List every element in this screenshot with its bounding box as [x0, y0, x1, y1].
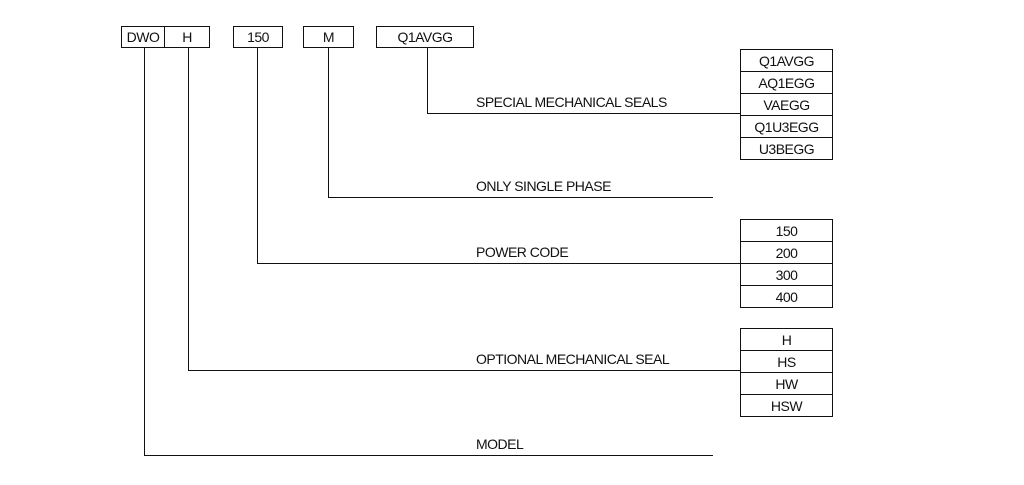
option-item: Q1U3EGG — [741, 116, 832, 138]
option-item: Q1AVGG — [741, 50, 832, 72]
option-item: 200 — [741, 242, 832, 264]
option-item: HS — [741, 351, 832, 373]
connector-optional-seal-horizontal — [188, 370, 741, 371]
code-box-seal: H — [164, 26, 210, 48]
option-item: HW — [741, 373, 832, 395]
option-item: 300 — [741, 264, 832, 286]
option-item: H — [741, 329, 832, 351]
code-box-model: DWO — [121, 26, 165, 48]
option-item: 400 — [775, 288, 798, 305]
code-box-power: 150 — [233, 26, 283, 48]
connector-model-horizontal — [144, 455, 713, 456]
label-model: MODEL — [476, 436, 524, 452]
option-item: AQ1EGG — [741, 72, 832, 94]
connector-power-code-horizontal — [257, 263, 741, 264]
label-optional-seal: OPTIONAL MECHANICAL SEAL — [476, 351, 670, 367]
power-code-options: 150 200 300 400 — [740, 219, 833, 308]
label-single-phase: ONLY SINGLE PHASE — [476, 178, 611, 194]
option-item: 150 — [741, 220, 832, 242]
label-special-seals: SPECIAL MECHANICAL SEALS — [476, 94, 667, 110]
connector-special-seals-horizontal — [427, 113, 741, 114]
connector-optional-seal-vertical — [188, 48, 189, 370]
optional-seal-options: H HS HW HSW — [740, 328, 833, 417]
connector-power-code-vertical — [257, 48, 258, 263]
connector-special-seals-vertical — [427, 48, 428, 113]
option-item: U3BEGG — [758, 140, 815, 157]
special-seals-options: Q1AVGG AQ1EGG VAEGG Q1U3EGG U3BEGG — [740, 49, 833, 160]
label-power-code: POWER CODE — [476, 244, 569, 260]
code-box-special-seal: Q1AVGG — [376, 26, 474, 48]
option-item: VAEGG — [741, 94, 832, 116]
option-item: HSW — [770, 397, 803, 414]
connector-single-phase-vertical — [328, 48, 329, 197]
connector-single-phase-horizontal — [328, 197, 713, 198]
code-box-phase: M — [303, 26, 354, 48]
connector-model-vertical — [144, 48, 145, 455]
